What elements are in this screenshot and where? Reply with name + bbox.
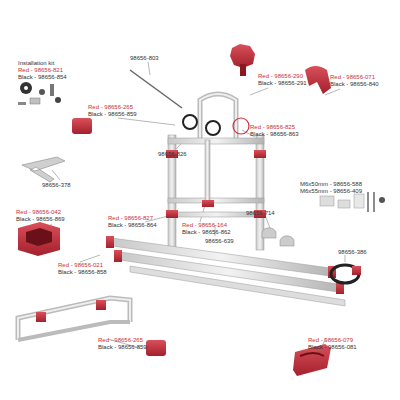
part-number: Black - 98656-081 — [308, 344, 357, 351]
part-number: 98656-639 — [205, 238, 234, 245]
part-number: M6x55mm - 98656-409 — [300, 188, 362, 195]
part-number: 98656-378 — [42, 182, 71, 189]
part-number: Red - 98656-265 — [88, 104, 133, 111]
part-number: 98656-803 — [130, 55, 159, 62]
part-number: Red - 98656-290 — [258, 73, 303, 80]
part-number: Red - 98656-071 — [330, 74, 375, 81]
part-number: Red - 98656-042 — [16, 209, 61, 216]
hardware-kit — [320, 192, 385, 212]
part-number: Black - 98656-863 — [250, 131, 299, 138]
part-number: Red - 98656-164 — [182, 222, 227, 229]
part-number: Black - 98656-869 — [16, 216, 65, 223]
part-number: Red - 98656-825 — [250, 124, 295, 131]
part-number: Red - 98656-827 — [108, 215, 153, 222]
part-number: 98656-386 — [338, 249, 367, 256]
part-number: M6x50mm - 98656-588 — [300, 181, 362, 188]
installation-kit — [18, 82, 61, 105]
part-number: Red - 98656-079 — [308, 337, 353, 344]
part-number: Red - 98656-265 — [98, 337, 143, 344]
part-number: Black - 98656-859 — [88, 111, 137, 118]
part-number: Red - 98656-021 — [58, 262, 103, 269]
part-number: Red - 98656-821 — [18, 67, 63, 74]
part-number: 98656-714 — [246, 210, 275, 217]
part-number: Black - 98656-864 — [108, 222, 157, 229]
part-number: Black - 98656-859 — [98, 344, 147, 351]
part-number: Black - 98656-858 — [58, 269, 107, 276]
part-number: Black - 98656-854 — [18, 74, 67, 81]
lower-frame — [18, 298, 130, 340]
carrier-frame — [106, 94, 345, 306]
part-number: Black - 98656-862 — [182, 229, 231, 236]
part-number: 98656-826 — [158, 151, 187, 158]
part-number: Black - 98656-291 — [258, 80, 307, 87]
part-number: Black - 98656-840 — [330, 81, 379, 88]
part-number: Installation kit — [18, 60, 54, 67]
